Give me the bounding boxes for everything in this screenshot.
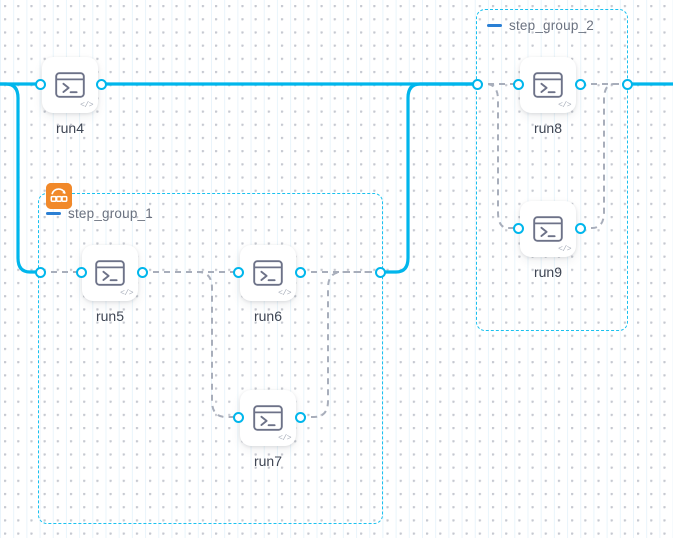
code-badge: </> — [80, 101, 93, 110]
node-card[interactable]: </> — [82, 245, 138, 301]
group-box-step-group-2[interactable] — [476, 9, 628, 331]
group-title-step-group-1: step_group_1 — [68, 206, 153, 221]
group-box-step-group-1[interactable] — [38, 193, 383, 524]
code-badge: </> — [120, 289, 133, 298]
node-card[interactable]: </> — [240, 245, 296, 301]
code-badge: </> — [278, 434, 291, 443]
terminal-icon — [533, 216, 563, 242]
group-header-step-group-2[interactable]: step_group_2 — [487, 18, 594, 33]
node-label: run6 — [253, 308, 283, 324]
node-label: run5 — [95, 308, 125, 324]
port-run7-input[interactable] — [232, 411, 244, 423]
node-label: run7 — [253, 453, 283, 469]
port-run6-input[interactable] — [232, 266, 244, 278]
port-run4-output[interactable] — [95, 78, 107, 90]
port-run5-output[interactable] — [136, 266, 148, 278]
port-run8-input[interactable] — [512, 78, 524, 90]
collapse-dash-icon[interactable] — [46, 212, 61, 215]
terminal-icon — [55, 72, 85, 98]
code-badge: </> — [558, 101, 571, 110]
code-badge: </> — [278, 289, 291, 298]
node-run6[interactable]: </> run6 — [240, 245, 296, 324]
port-run9-output[interactable] — [574, 222, 586, 234]
node-run8[interactable]: </> run8 — [520, 57, 576, 136]
edge-in-branch-to-group1 — [0, 82, 42, 274]
port-group1-input[interactable] — [34, 266, 46, 278]
terminal-icon — [253, 260, 283, 286]
collapse-dash-icon[interactable] — [487, 24, 502, 27]
node-card[interactable]: </> — [42, 57, 98, 113]
node-run5[interactable]: </> run5 — [82, 245, 138, 324]
node-card[interactable]: </> — [520, 57, 576, 113]
terminal-icon — [253, 405, 283, 431]
group-header-step-group-1[interactable]: step_group_1 — [46, 206, 153, 221]
node-label: run8 — [533, 120, 563, 136]
node-run9[interactable]: </> run9 — [520, 201, 576, 280]
node-label: run9 — [533, 264, 563, 280]
port-run4-input[interactable] — [34, 78, 46, 90]
port-group2-input[interactable] — [471, 78, 483, 90]
port-run9-input[interactable] — [512, 222, 524, 234]
node-label: run4 — [55, 120, 85, 136]
port-run8-output[interactable] — [574, 78, 586, 90]
terminal-icon — [95, 260, 125, 286]
node-card[interactable]: </> — [240, 390, 296, 446]
edge-group1-out-to-main — [378, 82, 479, 274]
code-badge: </> — [558, 245, 571, 254]
step-functions-icon — [46, 183, 72, 209]
group-title-step-group-2: step_group_2 — [509, 18, 594, 33]
port-group2-output[interactable] — [621, 78, 633, 90]
node-card[interactable]: </> — [520, 201, 576, 257]
port-run7-output[interactable] — [294, 411, 306, 423]
port-run6-output[interactable] — [294, 266, 306, 278]
node-run7[interactable]: </> run7 — [240, 390, 296, 469]
node-run4[interactable]: </> run4 — [42, 57, 98, 136]
port-group1-output[interactable] — [374, 266, 386, 278]
terminal-icon — [533, 72, 563, 98]
port-run5-input[interactable] — [75, 266, 87, 278]
